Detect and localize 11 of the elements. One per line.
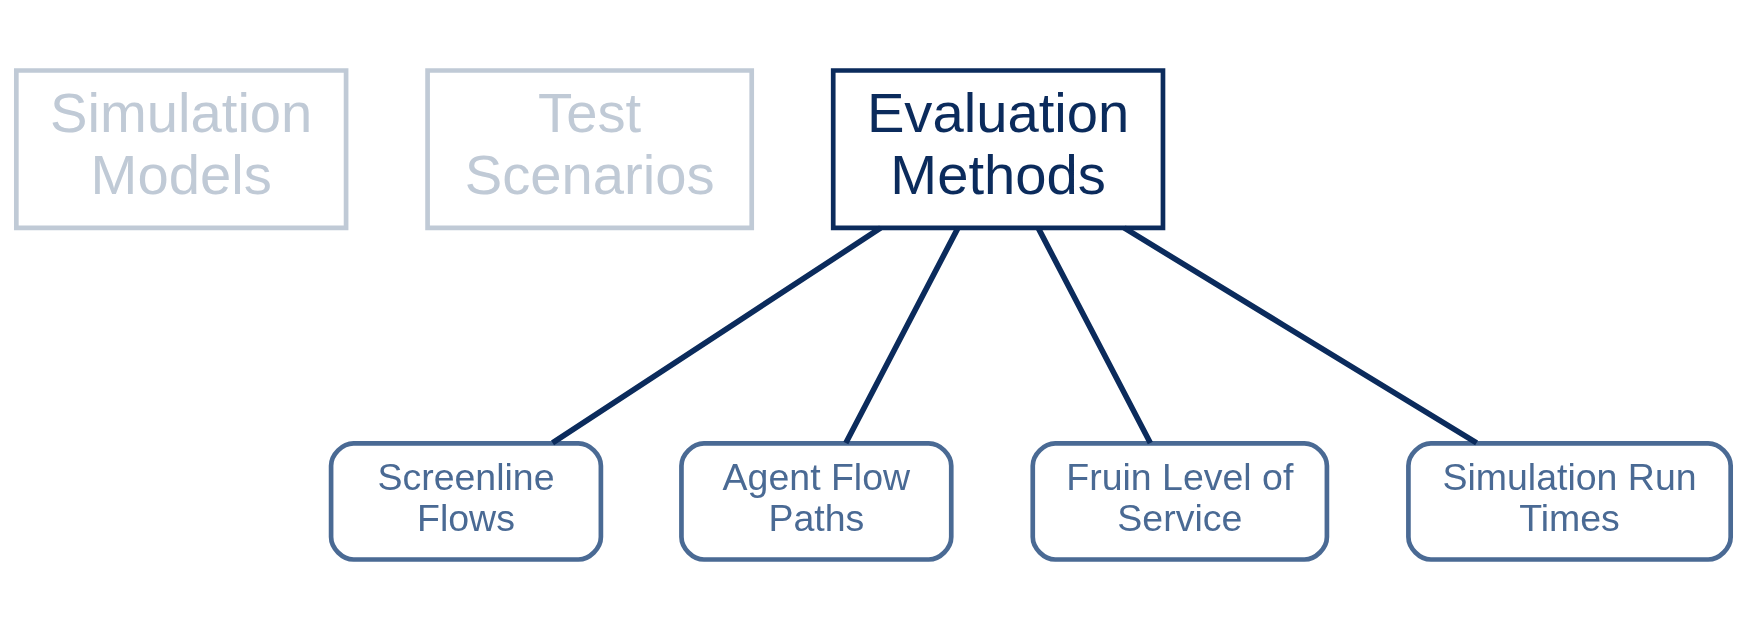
node-box: Agent Flow Paths	[679, 441, 954, 562]
connector	[843, 227, 961, 445]
node-box: Evaluation Methods	[830, 68, 1166, 231]
node-box: Screenline Flows	[328, 441, 604, 562]
connector	[551, 225, 883, 446]
node-box: Simulation Models	[14, 68, 349, 231]
node-box: Fruin Level of Service	[1030, 441, 1330, 562]
node-box: Simulation Run Times	[1406, 441, 1733, 562]
connector	[1035, 227, 1153, 445]
connector	[1122, 225, 1479, 446]
node-box: Test Scenarios	[425, 68, 755, 231]
